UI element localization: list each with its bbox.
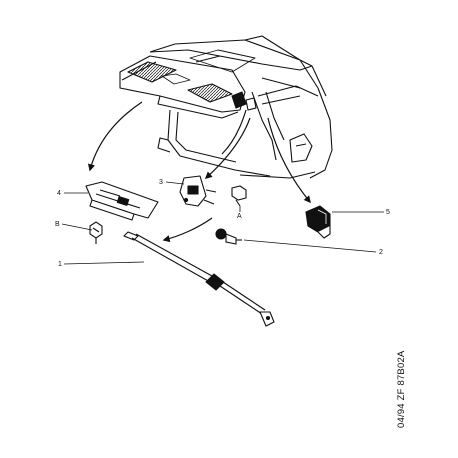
callout-5: 5 bbox=[386, 209, 390, 216]
part-b-screw bbox=[89, 221, 103, 244]
indicator-arrows bbox=[88, 101, 311, 243]
callout-3: 3 bbox=[159, 179, 163, 186]
callout-a: A bbox=[237, 213, 242, 220]
callout-2: 2 bbox=[379, 249, 383, 256]
part-a-bolt bbox=[231, 185, 247, 207]
part-2-ball-stud bbox=[215, 228, 242, 245]
leader-lines bbox=[61, 181, 384, 265]
part-4-cover-panel bbox=[85, 181, 159, 221]
callout-1: 1 bbox=[58, 261, 62, 268]
part-1-gas-strut bbox=[123, 231, 275, 327]
callout-4: 4 bbox=[57, 190, 61, 197]
reference-code: 04/94 ZF 87B02A bbox=[396, 350, 407, 428]
part-3-lock-bracket bbox=[179, 175, 217, 207]
callout-labels: 4 B 3 A 5 2 1 bbox=[55, 179, 390, 268]
callout-b: B bbox=[55, 221, 60, 228]
part-5-connector bbox=[305, 205, 331, 239]
car-rear-tailgate bbox=[119, 35, 333, 179]
